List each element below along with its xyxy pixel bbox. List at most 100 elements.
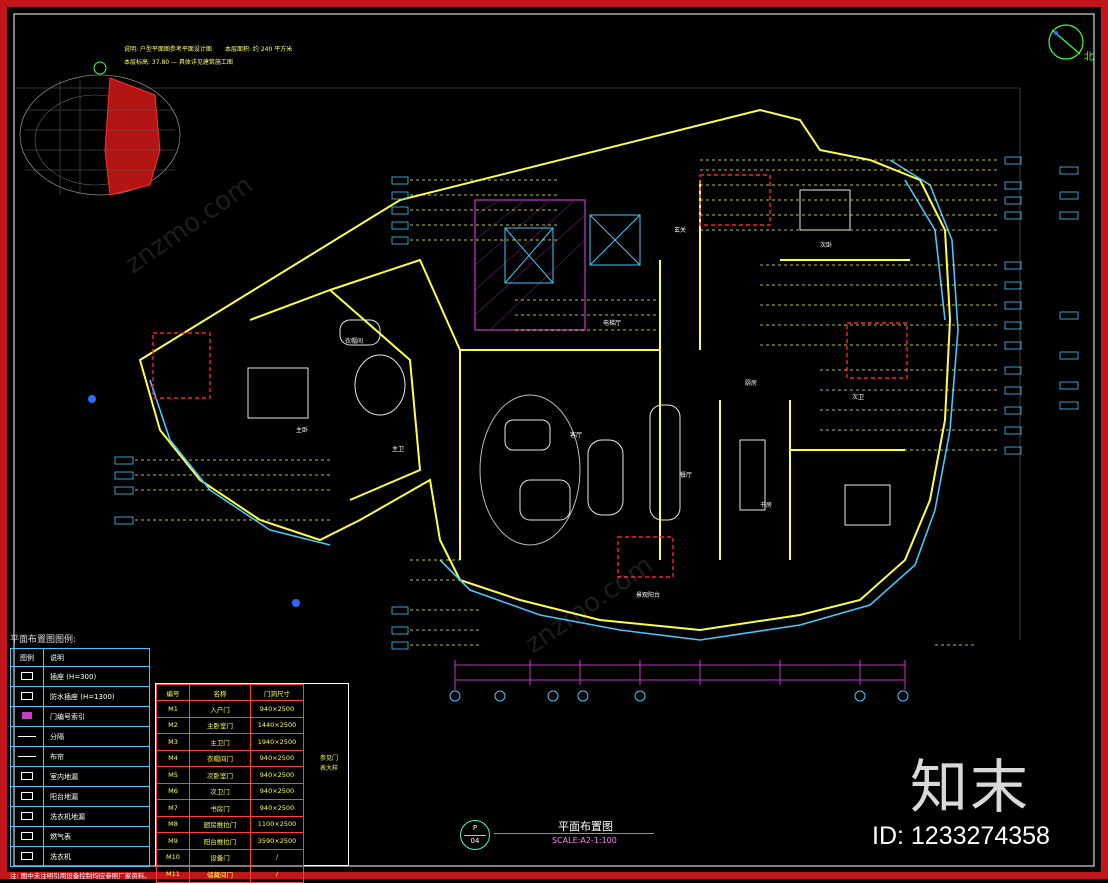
legend-desc: 洗衣机地漏 xyxy=(43,806,150,827)
drawing-title: 平面布置图 xyxy=(558,820,613,833)
door-tag-icon xyxy=(22,712,32,719)
keyplan-note-3: 本层标高: 37.80 — 具体详见建筑施工图 xyxy=(124,59,233,66)
box-icon xyxy=(21,851,33,860)
legend-row: 插座 (H=300) xyxy=(10,666,150,687)
door-schedule-side-note: 参见门表大样 xyxy=(320,755,339,772)
door-name: 厨房推拉门 xyxy=(189,815,251,833)
door-size: 1440×2500 xyxy=(250,716,304,734)
outlet-icon xyxy=(21,691,33,700)
room-label-study: 书房 xyxy=(760,502,773,509)
legend-icon-cell xyxy=(10,826,44,847)
door-header-size: 门洞尺寸 xyxy=(250,684,304,701)
legend-icon-cell xyxy=(10,686,44,707)
door-size: 940×2500 xyxy=(250,700,304,718)
door-code: M7 xyxy=(156,799,190,817)
legend-desc: 燃气表 xyxy=(43,826,150,847)
legend-row: 阳台地漏 xyxy=(10,786,150,807)
room-label-second-bedroom: 次卧 xyxy=(820,242,833,249)
door-name: 阳台推拉门 xyxy=(189,832,251,850)
legend-header-row: 图例 说明 xyxy=(10,648,150,667)
door-code: M1 xyxy=(156,700,190,718)
legend-desc: 插座 (H=300) xyxy=(43,666,150,687)
door-name: 储藏间门 xyxy=(189,865,251,883)
door-header-code: 编号 xyxy=(156,684,190,701)
door-code: M2 xyxy=(156,716,190,734)
north-label: 北 xyxy=(1084,52,1094,63)
legend-row: 洗衣机地漏 xyxy=(10,806,150,827)
door-code: M5 xyxy=(156,766,190,784)
door-size: 940×2500 xyxy=(250,799,304,817)
door-name: 次卧室门 xyxy=(189,766,251,784)
door-size: 940×2500 xyxy=(250,749,304,767)
door-schedule-header-row: 编号 名称 门洞尺寸 xyxy=(156,684,304,701)
drawing-scale: SCALE:A2-1:100 xyxy=(552,836,617,845)
legend-desc: 布帘 xyxy=(43,746,150,767)
legend: 平面布置图图例: 图例 说明 插座 (H=300)防水插座 (H=1300)门编… xyxy=(10,632,155,880)
door-name: 次卫门 xyxy=(189,782,251,800)
room-label-dining: 餐厅 xyxy=(680,472,693,479)
door-size: / xyxy=(250,848,304,866)
box-icon xyxy=(21,811,33,820)
door-code: M4 xyxy=(156,749,190,767)
legend-icon-cell xyxy=(10,846,44,867)
legend-desc: 室内地漏 xyxy=(43,766,150,787)
watermark-logo: 知末 xyxy=(910,753,1031,821)
compass-icon xyxy=(1048,24,1084,60)
legend-table: 图例 说明 插座 (H=300)防水插座 (H=1300)门编号索引分隔布帘室内… xyxy=(10,648,150,867)
room-label-living: 客厅 xyxy=(570,432,583,439)
legend-desc: 洗衣机 xyxy=(43,846,150,867)
box-icon xyxy=(21,831,33,840)
door-name: 书房门 xyxy=(189,799,251,817)
door-code: M3 xyxy=(156,733,190,751)
key-plan xyxy=(19,61,181,196)
door-size: 1940×2500 xyxy=(250,733,304,751)
door-size: 940×2500 xyxy=(250,766,304,784)
door-code: M11 xyxy=(156,865,190,883)
line-icon xyxy=(18,736,36,737)
box-icon xyxy=(21,771,33,780)
legend-row: 布帘 xyxy=(10,746,150,767)
legend-desc: 门编号索引 xyxy=(43,706,150,727)
line-icon xyxy=(18,756,36,757)
legend-row: 燃气表 xyxy=(10,826,150,847)
legend-row: 门编号索引 xyxy=(10,706,150,727)
legend-icon-cell xyxy=(10,806,44,827)
door-code: M9 xyxy=(156,832,190,850)
legend-icon-cell xyxy=(10,746,44,767)
legend-header-desc: 说明 xyxy=(43,648,150,667)
legend-header-icon: 图例 xyxy=(10,648,44,667)
door-name: 衣帽间门 xyxy=(189,749,251,767)
room-label-kitchen: 厨房 xyxy=(745,380,758,387)
legend-desc: 分隔 xyxy=(43,726,150,747)
room-label-closet: 衣帽间 xyxy=(345,338,364,345)
legend-desc: 阳台地漏 xyxy=(43,786,150,807)
title-symbol-top: P xyxy=(472,824,478,832)
box-icon xyxy=(21,791,33,800)
legend-icon-cell xyxy=(10,726,44,747)
door-name: 入户门 xyxy=(189,700,251,718)
title-symbol: P 04 xyxy=(460,820,490,850)
door-size: 3590×2500 xyxy=(250,832,304,850)
legend-desc: 防水插座 (H=1300) xyxy=(43,686,150,707)
keyplan-note-2: 本层面积: 约 240 平方米 xyxy=(225,46,293,53)
door-code: M10 xyxy=(156,848,190,866)
outlet-icon xyxy=(21,671,33,680)
door-code: M8 xyxy=(156,815,190,833)
legend-row: 分隔 xyxy=(10,726,150,747)
legend-icon-cell xyxy=(10,766,44,787)
legend-row: 洗衣机 xyxy=(10,846,150,867)
